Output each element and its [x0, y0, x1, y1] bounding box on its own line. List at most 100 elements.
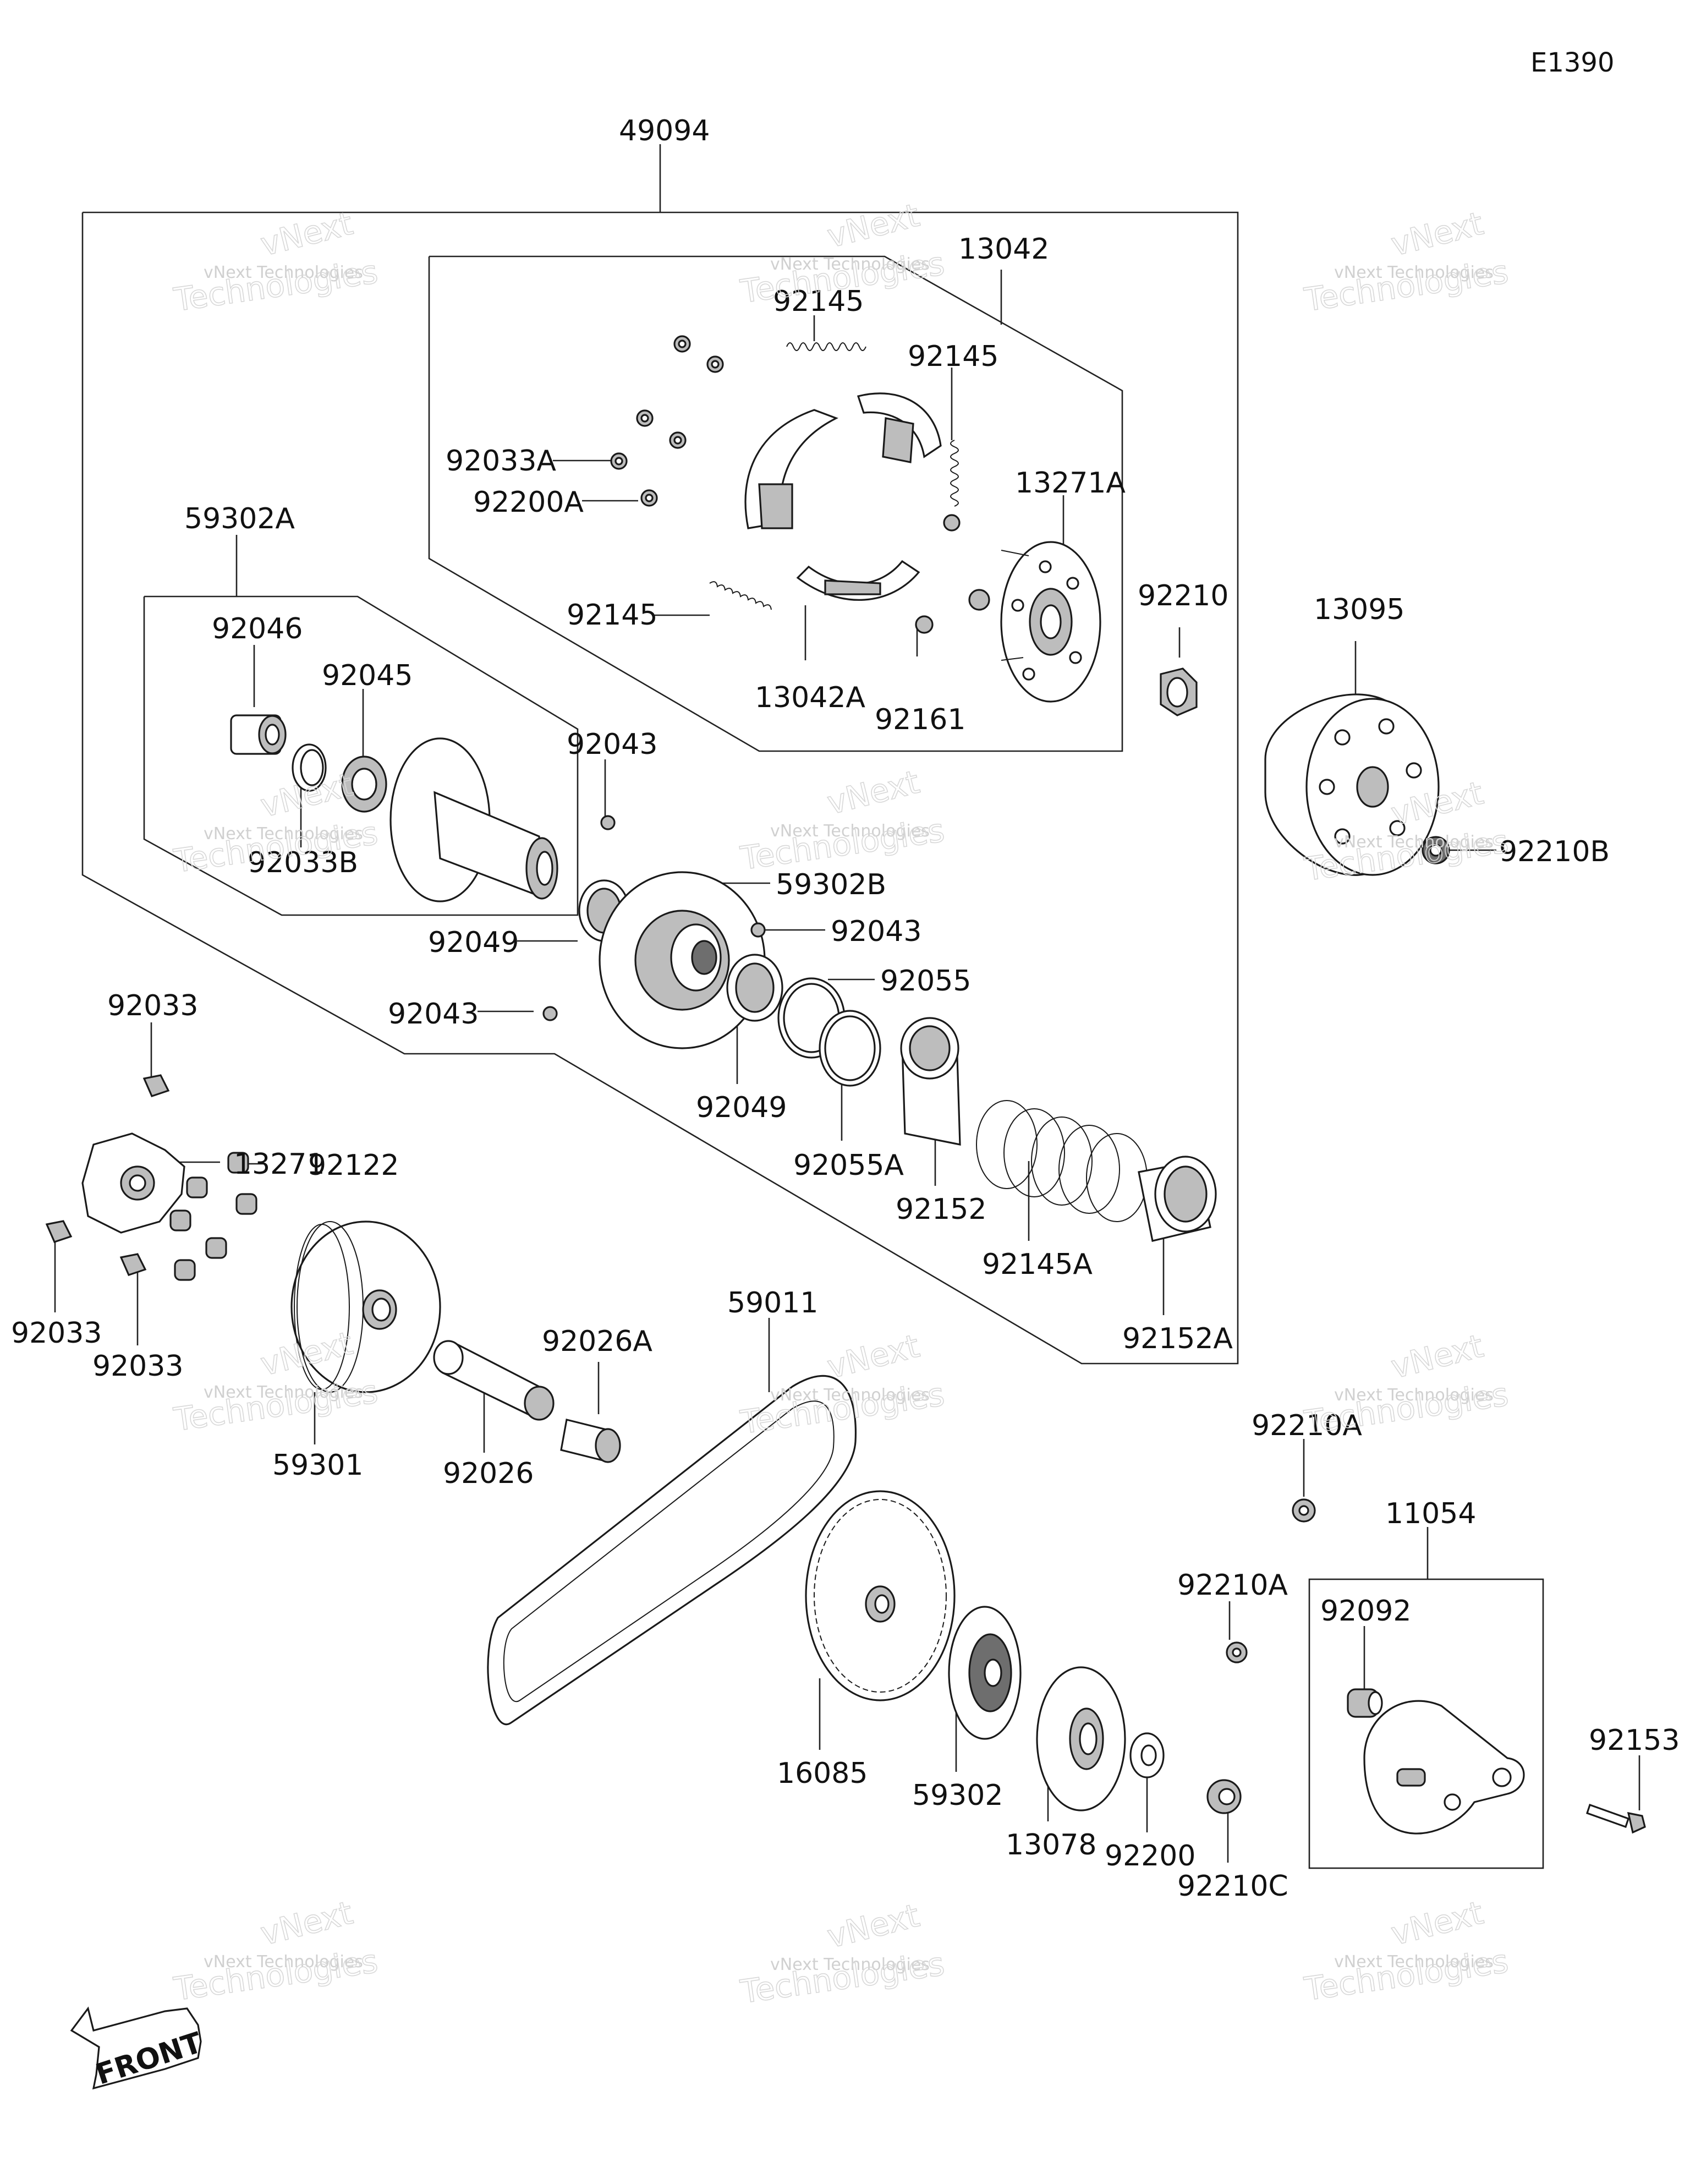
small-nuts-cluster	[610, 335, 724, 507]
watermark-text: vNext Technologies	[770, 822, 930, 841]
drive-belt-59011	[487, 1375, 857, 1725]
watermark-text: vNext Technologies	[770, 1955, 930, 1974]
o-ring-92055A	[819, 1010, 881, 1087]
label-13271A: 13271A	[1015, 467, 1126, 500]
seal-92049-right	[726, 954, 783, 1022]
watermark-text: vNext Technologies	[204, 824, 363, 844]
watermark-brand: vNext	[1387, 1894, 1487, 1953]
label-92145-left: 92145	[567, 599, 657, 632]
washer-92200	[1129, 1732, 1165, 1778]
label-59302B: 59302B	[776, 868, 886, 901]
label-92210B: 92210B	[1499, 835, 1610, 868]
label-16085: 16085	[777, 1757, 868, 1790]
nut-92043-right	[750, 922, 766, 938]
parts-artwork: FRONT	[45, 335, 1646, 2092]
watermark-brand: vNext	[257, 1894, 356, 1953]
label-92122: 92122	[308, 1149, 399, 1182]
watermark-text: vNext Technologies	[1334, 1952, 1494, 1972]
front-arrow: FRONT	[70, 2006, 206, 2092]
label-92210: 92210	[1138, 579, 1228, 612]
clutch-housing-13095	[1264, 693, 1440, 876]
watermark-brand: vNext	[824, 1327, 923, 1386]
spring-92145-left	[709, 581, 772, 610]
watermark-text: vNext Technologies	[204, 263, 363, 282]
label-92033A: 92033A	[446, 445, 556, 478]
plate-13078	[1036, 1666, 1126, 1811]
clutch-shoes	[744, 392, 942, 601]
label-92145-right: 92145	[908, 340, 998, 373]
label-92033-left: 92033	[11, 1317, 102, 1350]
watermark-brand: vNext	[824, 763, 923, 822]
nut-92210B	[1422, 836, 1450, 864]
watermark-text: vNext Technologies	[1334, 263, 1494, 282]
label-92161: 92161	[875, 703, 965, 736]
label-13042: 13042	[958, 233, 1049, 266]
ring-92033B	[292, 743, 327, 792]
watermark-brand: vNext	[1387, 1327, 1487, 1386]
nut-92033-bottom	[119, 1253, 147, 1276]
diagram-code: E1390	[1530, 47, 1614, 78]
collar-92026	[433, 1340, 555, 1421]
label-92045: 92045	[322, 659, 413, 692]
drive-face-59301	[290, 1220, 441, 1393]
label-92145A: 92145A	[982, 1248, 1093, 1281]
label-92033-top: 92033	[107, 989, 198, 1022]
label-92026A: 92026A	[542, 1325, 652, 1358]
driven-pulley-16085	[805, 1490, 956, 1701]
frame-13042	[428, 255, 1123, 752]
label-92153: 92153	[1589, 1724, 1680, 1757]
label-92055A: 92055A	[793, 1149, 904, 1182]
label-92055: 92055	[880, 965, 971, 998]
spring-92145A	[976, 1100, 1148, 1222]
bracket-11054	[1363, 1700, 1525, 1835]
label-13095: 13095	[1314, 593, 1404, 626]
label-92152A: 92152A	[1122, 1322, 1233, 1355]
label-92043-lower: 92043	[388, 998, 479, 1031]
ramp-plate-13271	[81, 1132, 185, 1234]
label-92049-left: 92049	[428, 926, 519, 959]
label-92033B: 92033B	[248, 846, 358, 879]
nut-92043-upper	[600, 815, 616, 830]
label-13078: 13078	[1006, 1829, 1096, 1862]
label-92043-upper: 92043	[567, 728, 657, 761]
watermark-text: vNext Technologies	[770, 1386, 930, 1405]
frame-49094	[81, 211, 1239, 1365]
clutch-plate-13271A	[915, 514, 1101, 703]
label-92049-right: 92049	[696, 1091, 787, 1124]
label-92043-right: 92043	[831, 915, 921, 948]
label-92210C: 92210C	[1177, 1870, 1288, 1903]
label-92026: 92026	[443, 1457, 534, 1490]
collar-92152A	[1138, 1156, 1217, 1242]
fixed-sheave-59302B	[599, 871, 766, 1049]
watermark-brand: vNext	[257, 205, 356, 264]
watermark-brand: vNext	[824, 1897, 923, 1956]
label-11054: 11054	[1385, 1497, 1476, 1530]
label-92033-bottom: 92033	[92, 1350, 183, 1383]
frame-11054	[1308, 1578, 1544, 1869]
label-59302: 59302	[912, 1779, 1003, 1812]
collar-92026A	[560, 1419, 621, 1463]
fan-59302	[948, 1606, 1022, 1740]
collar-92092	[1347, 1688, 1383, 1718]
nut-92033-left	[45, 1220, 73, 1243]
watermark-brand: vNext	[1387, 205, 1487, 264]
label-92200A: 92200A	[473, 486, 584, 519]
watermark-text: vNext Technologies	[1334, 833, 1494, 852]
bearing-92046	[230, 714, 287, 755]
label-13271: 13271	[234, 1148, 325, 1181]
label-92210A-lower: 92210A	[1177, 1569, 1288, 1602]
part-labels: 49094 13042 92145 92145 92033A 92200A 13…	[11, 114, 1680, 1903]
label-59301: 59301	[272, 1449, 363, 1482]
frame-59302A	[143, 595, 579, 916]
label-49094: 49094	[619, 114, 710, 147]
bolt-92153	[1585, 1803, 1646, 1834]
watermark-text: vNext Technologies	[204, 1952, 363, 1972]
collar-92152	[900, 1017, 961, 1146]
